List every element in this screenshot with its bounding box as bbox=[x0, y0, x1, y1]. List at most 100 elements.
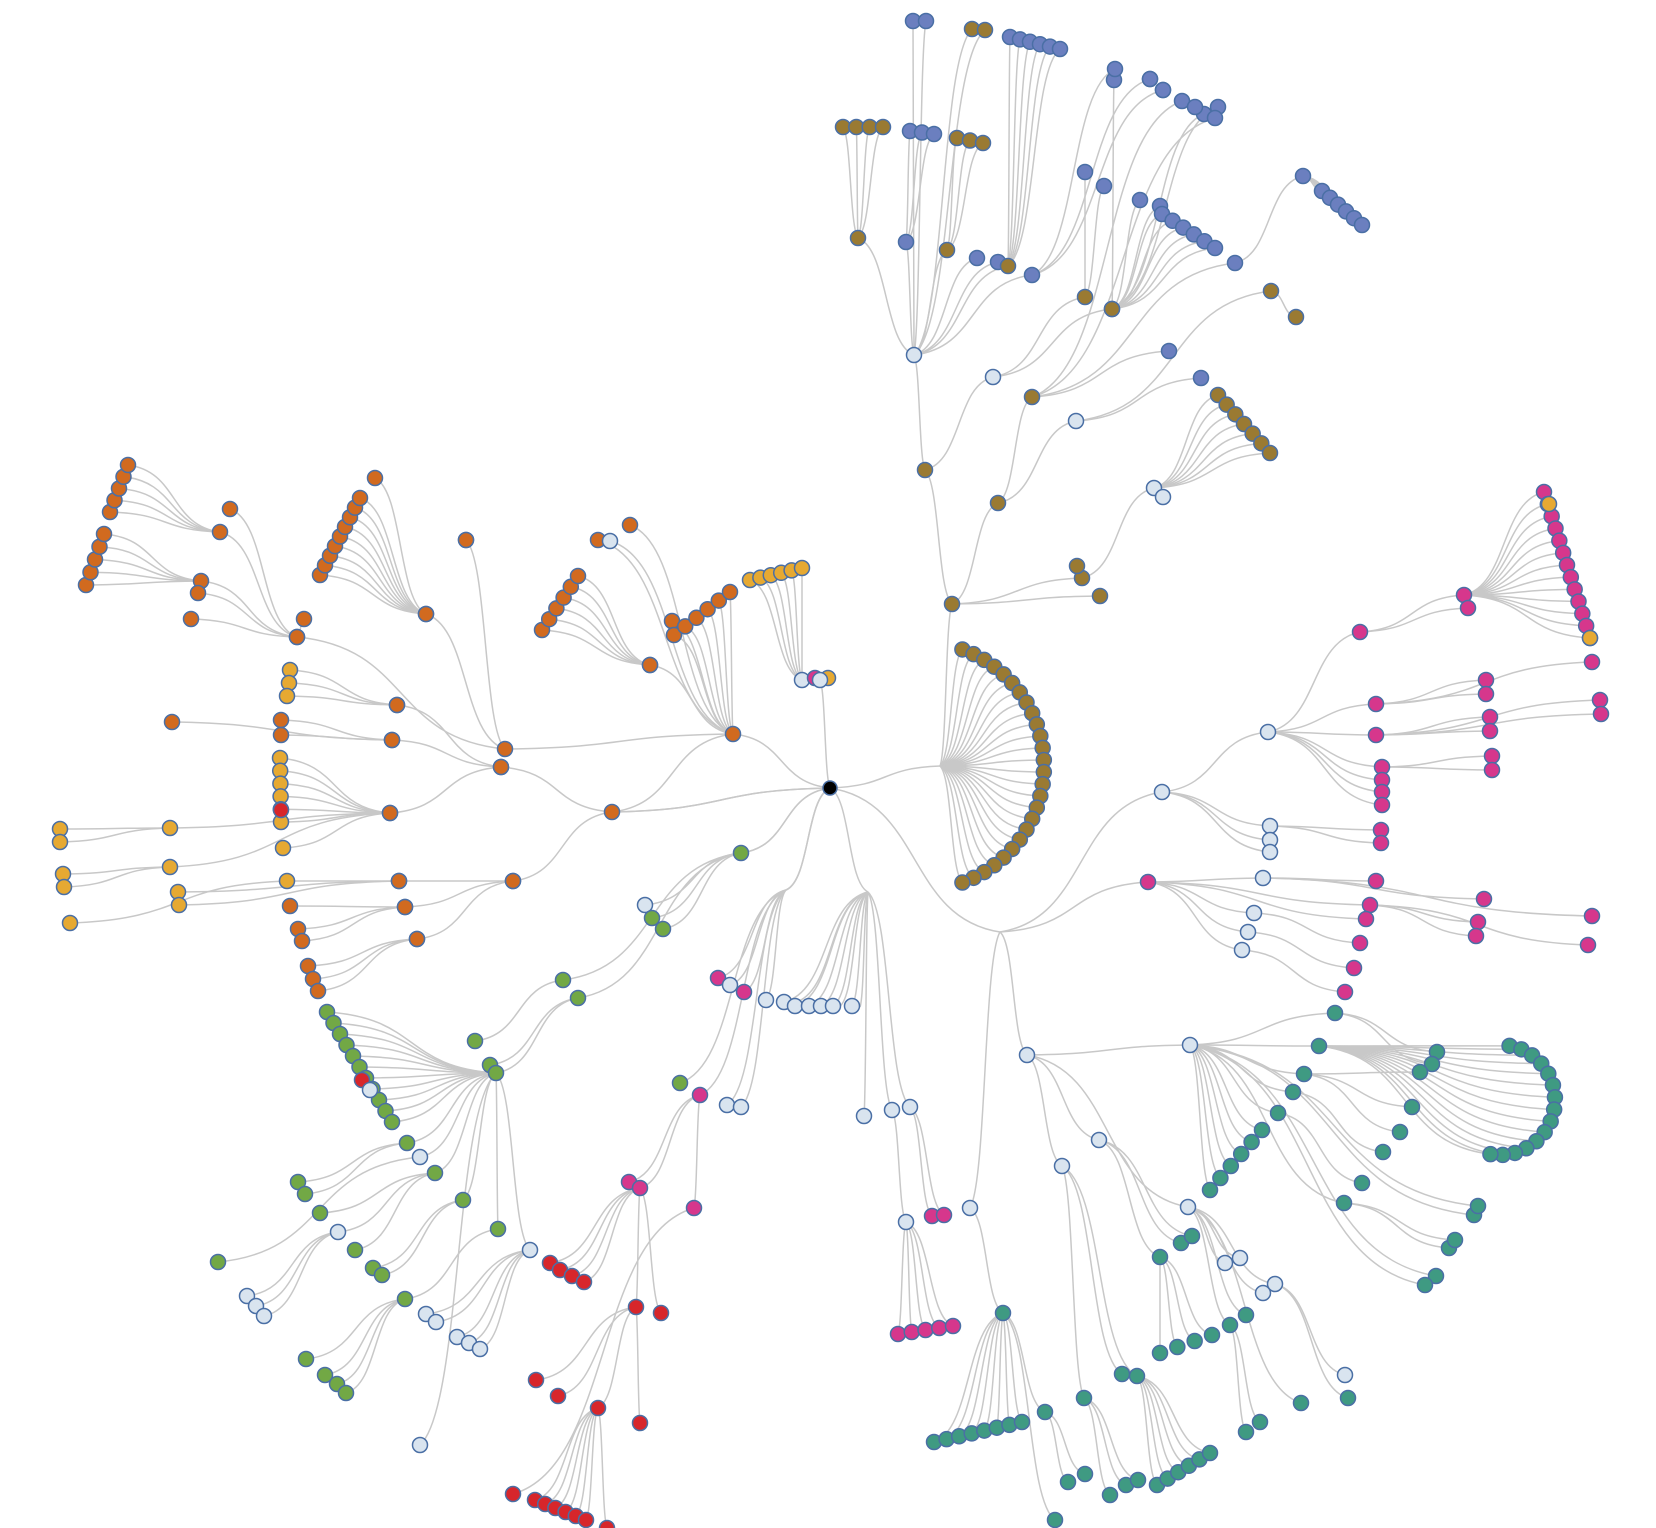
tree-node[interactable] bbox=[598, 1519, 616, 1528]
tree-node[interactable] bbox=[1101, 1486, 1119, 1504]
tree-node[interactable] bbox=[1053, 1157, 1071, 1175]
tree-node[interactable] bbox=[170, 896, 188, 914]
tree-node[interactable] bbox=[1416, 1276, 1434, 1294]
tree-node[interactable] bbox=[1076, 163, 1094, 181]
tree-node[interactable] bbox=[1581, 629, 1599, 647]
tree-node[interactable] bbox=[61, 914, 79, 932]
tree-node[interactable] bbox=[1336, 1366, 1354, 1384]
tree-node[interactable] bbox=[1186, 1332, 1203, 1350]
tree-node[interactable] bbox=[1266, 1275, 1284, 1293]
tree-node[interactable] bbox=[943, 595, 961, 613]
tree-node[interactable] bbox=[487, 1064, 505, 1082]
tree-node[interactable] bbox=[735, 983, 753, 1001]
tree-node[interactable] bbox=[1411, 1063, 1429, 1081]
tree-node[interactable] bbox=[1372, 834, 1390, 852]
tree-node[interactable] bbox=[1477, 671, 1495, 689]
tree-node[interactable] bbox=[1232, 1145, 1250, 1163]
tree-node[interactable] bbox=[1059, 1473, 1077, 1491]
tree-node[interactable] bbox=[1076, 288, 1094, 306]
tree-node[interactable] bbox=[337, 1384, 355, 1402]
tree-node[interactable] bbox=[398, 1134, 416, 1152]
tree-node[interactable] bbox=[390, 872, 408, 890]
tree-node[interactable] bbox=[329, 1223, 347, 1241]
tree-node[interactable] bbox=[417, 605, 435, 623]
tree-node[interactable] bbox=[1233, 941, 1251, 959]
tree-node[interactable] bbox=[631, 1179, 649, 1197]
tree-node[interactable] bbox=[189, 584, 207, 602]
tree-node[interactable] bbox=[1367, 726, 1385, 744]
tree-node[interactable] bbox=[427, 1313, 445, 1331]
tree-node[interactable] bbox=[652, 1304, 670, 1322]
tree-node[interactable] bbox=[1294, 167, 1312, 185]
tree-node[interactable] bbox=[577, 1511, 595, 1528]
tree-node[interactable] bbox=[1339, 1389, 1357, 1407]
tree-node[interactable] bbox=[1103, 300, 1121, 318]
tree-node[interactable] bbox=[676, 618, 694, 635]
tree-node[interactable] bbox=[1226, 254, 1244, 272]
tree-node[interactable] bbox=[1181, 1036, 1199, 1054]
tree-node[interactable] bbox=[688, 609, 705, 627]
tree-node[interactable] bbox=[211, 523, 229, 541]
tree-node[interactable] bbox=[1254, 1284, 1272, 1302]
tree-node[interactable] bbox=[1357, 910, 1375, 928]
tree-node[interactable] bbox=[944, 1317, 962, 1335]
tree-node[interactable] bbox=[1423, 1055, 1441, 1073]
tree-node[interactable] bbox=[654, 920, 672, 938]
tree-node[interactable] bbox=[466, 1032, 484, 1050]
tree-node[interactable] bbox=[373, 1266, 391, 1284]
tree-node[interactable] bbox=[1023, 266, 1041, 284]
tree-node[interactable] bbox=[1475, 890, 1493, 908]
tree-node[interactable] bbox=[824, 997, 842, 1015]
tree-node[interactable] bbox=[925, 125, 943, 143]
tree-node[interactable] bbox=[1151, 1344, 1169, 1362]
tree-node[interactable] bbox=[383, 731, 401, 749]
tree-node[interactable] bbox=[1201, 1181, 1219, 1199]
tree-node[interactable] bbox=[989, 494, 1007, 512]
tree-node[interactable] bbox=[855, 1107, 873, 1125]
tree-node[interactable] bbox=[1259, 723, 1277, 741]
tree-node[interactable] bbox=[1251, 1413, 1269, 1431]
tree-node[interactable] bbox=[1335, 1194, 1353, 1212]
tree-node[interactable] bbox=[709, 969, 727, 987]
tree-node[interactable] bbox=[1183, 1227, 1201, 1245]
tree-node[interactable] bbox=[1583, 907, 1601, 925]
tree-node[interactable] bbox=[1391, 1123, 1409, 1141]
tree-node[interactable] bbox=[1237, 1423, 1255, 1441]
tree-node[interactable] bbox=[1201, 1444, 1219, 1462]
tree-node[interactable] bbox=[1295, 1065, 1313, 1083]
tree-node[interactable] bbox=[288, 628, 306, 646]
tree-node[interactable] bbox=[504, 1485, 522, 1503]
tree-node[interactable] bbox=[589, 1399, 607, 1417]
tree-node[interactable] bbox=[55, 878, 73, 896]
tree-node[interactable] bbox=[1483, 761, 1501, 779]
tree-node[interactable] bbox=[569, 567, 587, 585]
tree-node[interactable] bbox=[454, 1191, 472, 1209]
tree-node[interactable] bbox=[938, 241, 956, 259]
tree-node[interactable] bbox=[1222, 1157, 1240, 1175]
tree-node[interactable] bbox=[641, 656, 659, 674]
tree-node[interactable] bbox=[396, 1290, 414, 1308]
tree-node[interactable] bbox=[732, 1098, 750, 1116]
tree-node[interactable] bbox=[1254, 869, 1272, 887]
tree-node[interactable] bbox=[366, 469, 384, 487]
tree-node[interactable] bbox=[603, 803, 621, 821]
tree-node[interactable] bbox=[897, 1213, 915, 1231]
tree-node[interactable] bbox=[1106, 60, 1124, 78]
tree-node[interactable] bbox=[665, 626, 683, 644]
tree-node[interactable] bbox=[1427, 1267, 1445, 1285]
tree-node[interactable] bbox=[1446, 1231, 1464, 1249]
tree-node[interactable] bbox=[1592, 705, 1610, 723]
tree-node[interactable] bbox=[903, 1323, 920, 1341]
tree-node[interactable] bbox=[974, 134, 992, 152]
tree-node[interactable] bbox=[1351, 623, 1369, 641]
tree-node[interactable] bbox=[1483, 747, 1501, 765]
tree-node[interactable] bbox=[1212, 1169, 1229, 1187]
tree-node[interactable] bbox=[346, 1241, 364, 1259]
tree-node[interactable] bbox=[1292, 1394, 1310, 1412]
tree-node[interactable] bbox=[905, 346, 923, 364]
tree-node[interactable] bbox=[1075, 1389, 1093, 1407]
tree-node[interactable] bbox=[361, 1081, 379, 1099]
tree-node[interactable] bbox=[1095, 177, 1113, 195]
tree-node[interactable] bbox=[1154, 81, 1172, 99]
tree-node[interactable] bbox=[383, 1113, 401, 1131]
